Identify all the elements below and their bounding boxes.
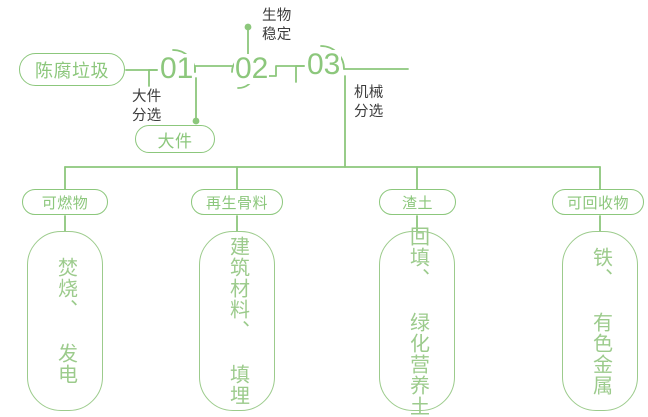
- node-output-bulky-label: 大件: [157, 131, 193, 151]
- wire-stage01-to-stage02: [194, 65, 233, 73]
- node-outcome-residual-soil-text: 回填、 绿化营养土: [406, 225, 429, 417]
- dot-bio-stable: [244, 23, 252, 31]
- node-outcome-combustible-text: 焚烧、 发电: [54, 257, 77, 385]
- node-category-combustible-label: 可燃物: [41, 194, 89, 212]
- node-outcome-recyclables-text: 铁、 有色金属: [589, 246, 612, 396]
- node-category-recycled-aggregate[interactable]: 再生骨料: [191, 189, 283, 215]
- node-outcome-recycled-aggregate-text: 建筑材料、 填埋: [226, 236, 249, 406]
- node-category-recyclables[interactable]: 可回收物: [552, 189, 644, 215]
- annotation-bulky-sorting: 大件 分选: [132, 89, 162, 125]
- node-category-residual-soil-label: 渣土: [401, 194, 433, 212]
- dot-bulky-branch: [192, 117, 200, 125]
- wire-stage03-notch: [295, 65, 305, 83]
- node-category-recycled-aggregate-label: 再生骨料: [205, 194, 268, 212]
- wire-stage01-notch: [148, 69, 158, 87]
- annotation-bio-stabilization: 生物 稳定: [262, 8, 292, 44]
- stage-number-01[interactable]: 01: [159, 52, 195, 85]
- stage-number-03[interactable]: 03: [306, 48, 342, 81]
- node-outcome-residual-soil[interactable]: 回填、 绿化营养土: [379, 226, 455, 417]
- node-output-bulky[interactable]: 大件: [135, 125, 215, 153]
- node-category-recyclables-label: 可回收物: [566, 194, 629, 212]
- stage-number-02[interactable]: 02: [234, 52, 270, 85]
- node-outcome-recycled-aggregate[interactable]: 建筑材料、 填埋: [199, 231, 275, 411]
- node-category-combustible[interactable]: 可燃物: [22, 189, 108, 215]
- node-category-residual-soil[interactable]: 渣土: [379, 189, 456, 215]
- node-source-waste[interactable]: 陈腐垃圾: [19, 53, 125, 86]
- node-outcome-combustible[interactable]: 焚烧、 发电: [27, 231, 103, 411]
- node-source-waste-label: 陈腐垃圾: [35, 60, 109, 81]
- node-outcome-recyclables[interactable]: 铁、 有色金属: [562, 231, 638, 411]
- annotation-mechanical-sorting: 机械 分选: [354, 85, 384, 121]
